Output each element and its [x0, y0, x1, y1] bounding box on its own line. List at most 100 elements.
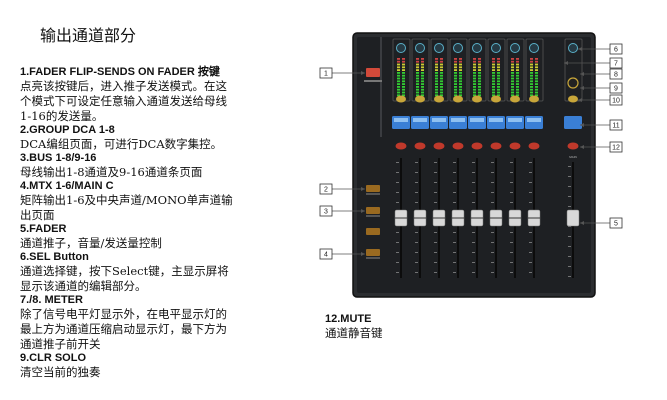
meter-led: [516, 58, 519, 60]
fader-scale-mark: [568, 186, 571, 187]
meter-led: [416, 72, 419, 74]
meter-led: [530, 60, 533, 63]
meter-led: [459, 80, 462, 83]
meter-led: [421, 74, 424, 77]
fader-scale-mark: [491, 252, 494, 253]
callout-2-arrow: [361, 187, 365, 191]
meter-led: [416, 66, 419, 69]
section-text: 1-16的发送量。: [20, 109, 104, 123]
fader-scale-mark: [568, 256, 571, 257]
fader-scale-mark: [510, 182, 513, 183]
main-solo-button: [568, 95, 578, 103]
fader-scale-mark: [491, 172, 494, 173]
meter-led: [473, 74, 476, 77]
meter-led: [454, 72, 457, 74]
callout-7-text: 7: [614, 61, 618, 68]
divider: [380, 37, 382, 137]
meter-led: [535, 88, 538, 91]
callout-2: [319, 183, 333, 195]
meter-led: [454, 77, 457, 80]
meter-led: [421, 77, 424, 80]
meter-led: [440, 94, 443, 97]
meter-led: [516, 88, 519, 91]
button-label-mark: [366, 257, 380, 259]
fader-scale-mark: [568, 206, 571, 207]
meter-led: [497, 63, 500, 66]
fader-scale-mark: [472, 232, 475, 233]
meter-led: [440, 80, 443, 83]
console-body: MAIN: [352, 32, 596, 298]
meter-led: [511, 88, 514, 91]
fader-scale-mark: [453, 162, 456, 163]
meter-led: [440, 60, 443, 63]
meter-led: [440, 74, 443, 77]
meter-led: [397, 72, 400, 74]
meter-led: [454, 66, 457, 69]
callout-10: [609, 94, 623, 106]
meter-led: [397, 66, 400, 69]
fader-flip-button: [366, 68, 380, 77]
meter-led: [440, 58, 443, 60]
fader-scale-mark: [510, 242, 513, 243]
meter-led: [421, 80, 424, 83]
meter-led: [473, 94, 476, 97]
meter-led: [478, 69, 481, 71]
section-heading: 7./8. METER: [20, 294, 83, 306]
fader-scale-mark: [491, 192, 494, 193]
meter-led: [511, 80, 514, 83]
meter-led: [530, 91, 533, 94]
fader-scale-mark: [434, 202, 437, 203]
fader-scale-mark: [510, 192, 513, 193]
meter-led: [454, 88, 457, 91]
meter-led: [397, 60, 400, 63]
fader-scale-mark: [396, 272, 399, 273]
meter-led: [530, 66, 533, 69]
section-text: 出页面: [20, 208, 55, 222]
fader-scale-mark: [472, 252, 475, 253]
callout-11-text: 11: [612, 123, 619, 130]
meter-led: [478, 74, 481, 77]
clr-solo-button: [567, 77, 579, 89]
meter-led: [492, 60, 495, 63]
meter-led: [497, 86, 500, 88]
meter-led: [473, 69, 476, 71]
solo-button: [415, 95, 425, 103]
meter-led: [416, 88, 419, 91]
callout-12-arrow: [580, 145, 584, 149]
meter-led: [459, 88, 462, 91]
meter-led: [516, 83, 519, 85]
section-text: 最上方为通道压缩启动显示灯，最下方为: [20, 322, 227, 336]
meter-led: [440, 66, 443, 69]
fader-scale-mark: [529, 162, 532, 163]
meter-led: [492, 80, 495, 83]
meter-led: [402, 80, 405, 83]
section-heading: 1.FADER FLIP-SENDS ON FADER 按键: [20, 66, 220, 78]
fader-knob-line: [433, 217, 445, 219]
meter-led: [440, 72, 443, 74]
meter-led: [535, 74, 538, 77]
sel-button: [510, 43, 520, 53]
meter-led: [478, 83, 481, 85]
lcd-text-mark: [451, 118, 465, 122]
meter-led: [454, 58, 457, 60]
meter-led: [440, 88, 443, 91]
section-text: 母线输出1-8通道及9-16通道条页面: [20, 165, 203, 179]
meter-led: [516, 63, 519, 66]
meter-led: [497, 91, 500, 94]
meter-led: [478, 72, 481, 74]
callout-5-arrow: [580, 221, 584, 225]
meter-led: [454, 74, 457, 77]
group-dca-button: [366, 185, 380, 192]
fader-scale-mark: [415, 262, 418, 263]
meter-led: [530, 94, 533, 97]
meter-led: [459, 69, 462, 71]
meter-led: [535, 91, 538, 94]
fader-scale-mark: [510, 232, 513, 233]
meter-led: [454, 63, 457, 66]
main-fader-knob: [566, 209, 580, 227]
meter-led: [511, 91, 514, 94]
fader-scale-mark: [491, 162, 494, 163]
fader-scale-mark: [434, 172, 437, 173]
meter-led: [516, 80, 519, 83]
callout-8-arrow: [580, 72, 584, 76]
